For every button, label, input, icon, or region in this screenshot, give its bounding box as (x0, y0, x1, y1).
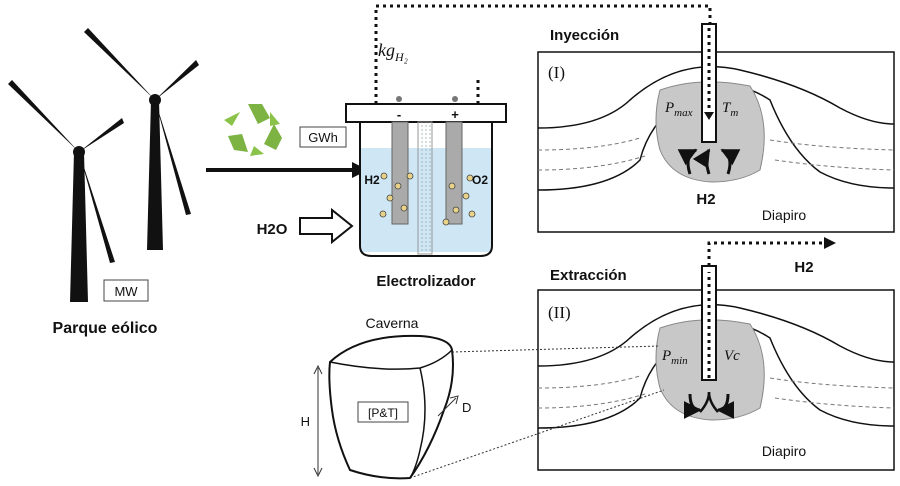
gwh-label: GWh (308, 130, 338, 145)
injection-panel (537, 23, 895, 233)
injection-title: Inyección (550, 27, 619, 44)
wind-turbine-left (8, 80, 124, 302)
plus-terminal: + (451, 107, 459, 122)
extraction-title: Extracción (550, 267, 627, 284)
electrolyzer-o2-label: O2 (472, 173, 488, 187)
mw-box (103, 279, 149, 302)
mw-label: MW (114, 284, 138, 299)
electrolyzer-caption: Electrolizador (376, 273, 475, 290)
electrolyzer (345, 96, 507, 257)
injection-well (701, 23, 717, 143)
injection-diapir-label: Diapiro (762, 207, 807, 223)
h2-flow-line (374, 4, 712, 104)
extraction-panel (537, 265, 895, 471)
gwh-box (299, 126, 347, 148)
minus-terminal: - (397, 107, 401, 122)
wind-turbine-right (84, 28, 199, 250)
electrolyzer-lid (345, 103, 507, 123)
pt-label: [P&T] (368, 406, 398, 420)
zoom-line-bottom (409, 389, 665, 479)
extraction-diapir-label: Diapiro (762, 443, 807, 459)
vc-label: Vc (724, 348, 740, 364)
wind-farm-caption: Parque eólico (53, 320, 158, 337)
injection-gas-label: H2 (696, 191, 715, 208)
h2o-label: H2O (257, 221, 288, 238)
pt-box (357, 401, 409, 423)
membrane (417, 121, 433, 255)
cavern-title: Caverna (366, 315, 419, 331)
height-label: H (301, 414, 310, 429)
cathode (391, 121, 409, 225)
anode (445, 121, 463, 225)
zoom-line-top (451, 345, 661, 353)
electrolyzer-h2-label: H2 (364, 173, 380, 187)
depth-label: D (462, 400, 471, 415)
extraction-roman: (II) (548, 303, 571, 322)
bubbles (379, 172, 476, 226)
extraction-gas-label: H2 (794, 259, 813, 276)
h2-output-arrowhead (824, 237, 836, 249)
injection-roman: (I) (548, 63, 565, 82)
h2-output-line (707, 241, 826, 266)
recycle-icon (224, 104, 282, 156)
depth-dimension (437, 397, 457, 417)
kg-h2-label: kgH₂ (378, 40, 408, 64)
water-arrow (299, 207, 354, 245)
